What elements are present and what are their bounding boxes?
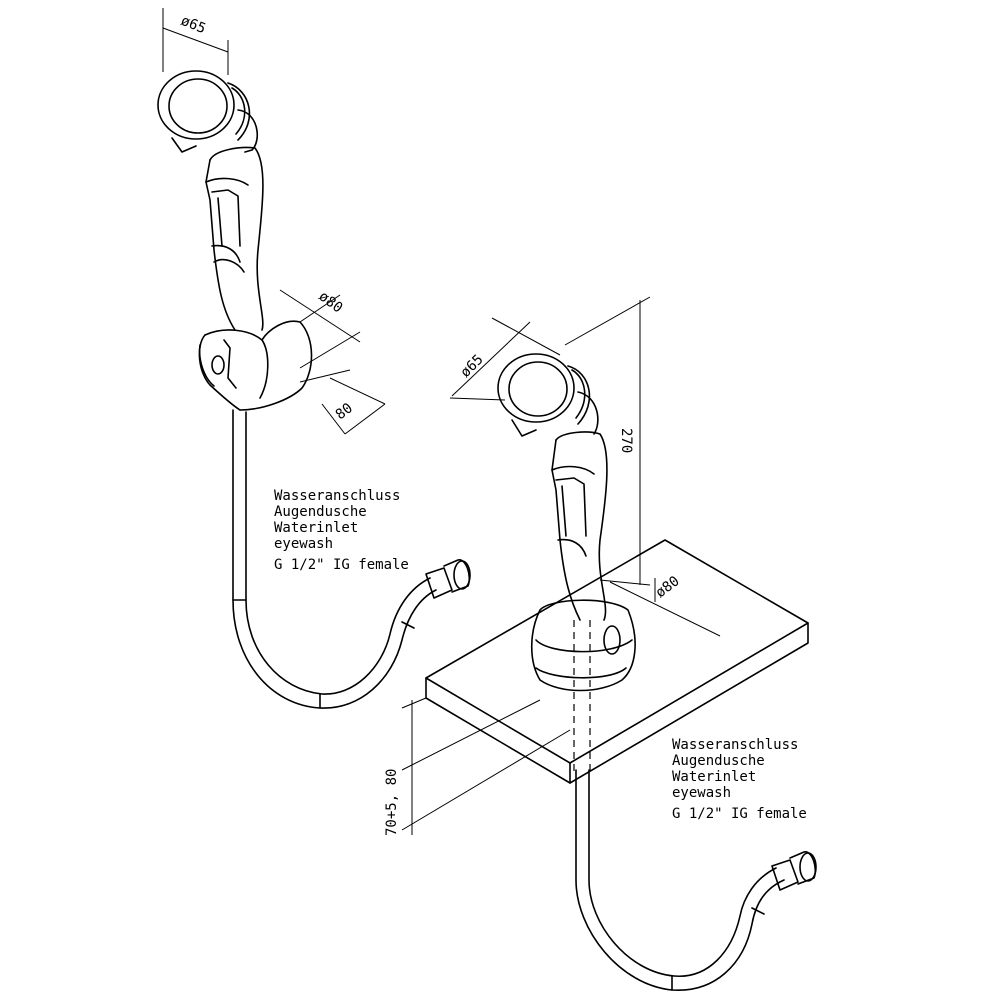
left-holder-diameter-label: ø80 [316, 288, 346, 316]
right-head-diameter-dimension: ø65 [449, 317, 561, 401]
right-hose [575, 769, 785, 991]
left-eyewash-head [157, 70, 251, 153]
right-assembly: ø65 270 ø80 70+5, 80 [384, 296, 817, 991]
right-callout-line5: G 1/2" IG female [672, 806, 807, 822]
left-callout: Wasseranschluss Augendusche Waterinlet e… [274, 488, 409, 573]
left-callout-line3: Waterinlet [274, 520, 358, 536]
right-arm [551, 391, 608, 621]
left-holder [198, 320, 313, 411]
right-callout-line4: eyewash [672, 785, 731, 801]
right-hidden-pipe [573, 620, 591, 775]
right-callout-line3: Waterinlet [672, 769, 756, 785]
right-callout-line1: Wasseranschluss [672, 737, 798, 753]
left-callout-line4: eyewash [274, 536, 333, 552]
left-arm [205, 109, 264, 331]
right-thickness-dimension: 70+5, 80 [384, 697, 571, 836]
right-thickness-label: 70+5, 80 [384, 769, 400, 836]
right-callout-line2: Augendusche [672, 753, 765, 769]
left-callout-line1: Wasseranschluss [274, 488, 400, 504]
right-height-label: 270 [618, 428, 634, 453]
right-height-dimension: 270 [564, 296, 651, 586]
left-callout-line5: G 1/2" IG female [274, 557, 409, 573]
left-hose [232, 409, 437, 709]
left-head-diameter-label: ø65 [179, 13, 208, 37]
left-callout-line2: Augendusche [274, 504, 367, 520]
left-assembly: ø65 [157, 8, 471, 709]
left-holder-diameter-dimension: ø80 [279, 288, 361, 369]
right-head-diameter-label: ø65 [458, 352, 487, 381]
left-head-diameter-dimension: ø65 [162, 8, 229, 75]
left-hose-connector [425, 559, 471, 599]
right-eyewash-head [497, 353, 591, 437]
left-holder-depth-dimension: 80 [299, 369, 386, 435]
right-callout: Wasseranschluss Augendusche Waterinlet e… [672, 737, 807, 822]
right-hose-connector [771, 851, 817, 891]
right-deck-plate [425, 539, 809, 784]
right-base-diameter-label: ø80 [653, 573, 683, 601]
left-holder-depth-label: 80 [333, 400, 356, 423]
right-base-cup [530, 599, 636, 692]
